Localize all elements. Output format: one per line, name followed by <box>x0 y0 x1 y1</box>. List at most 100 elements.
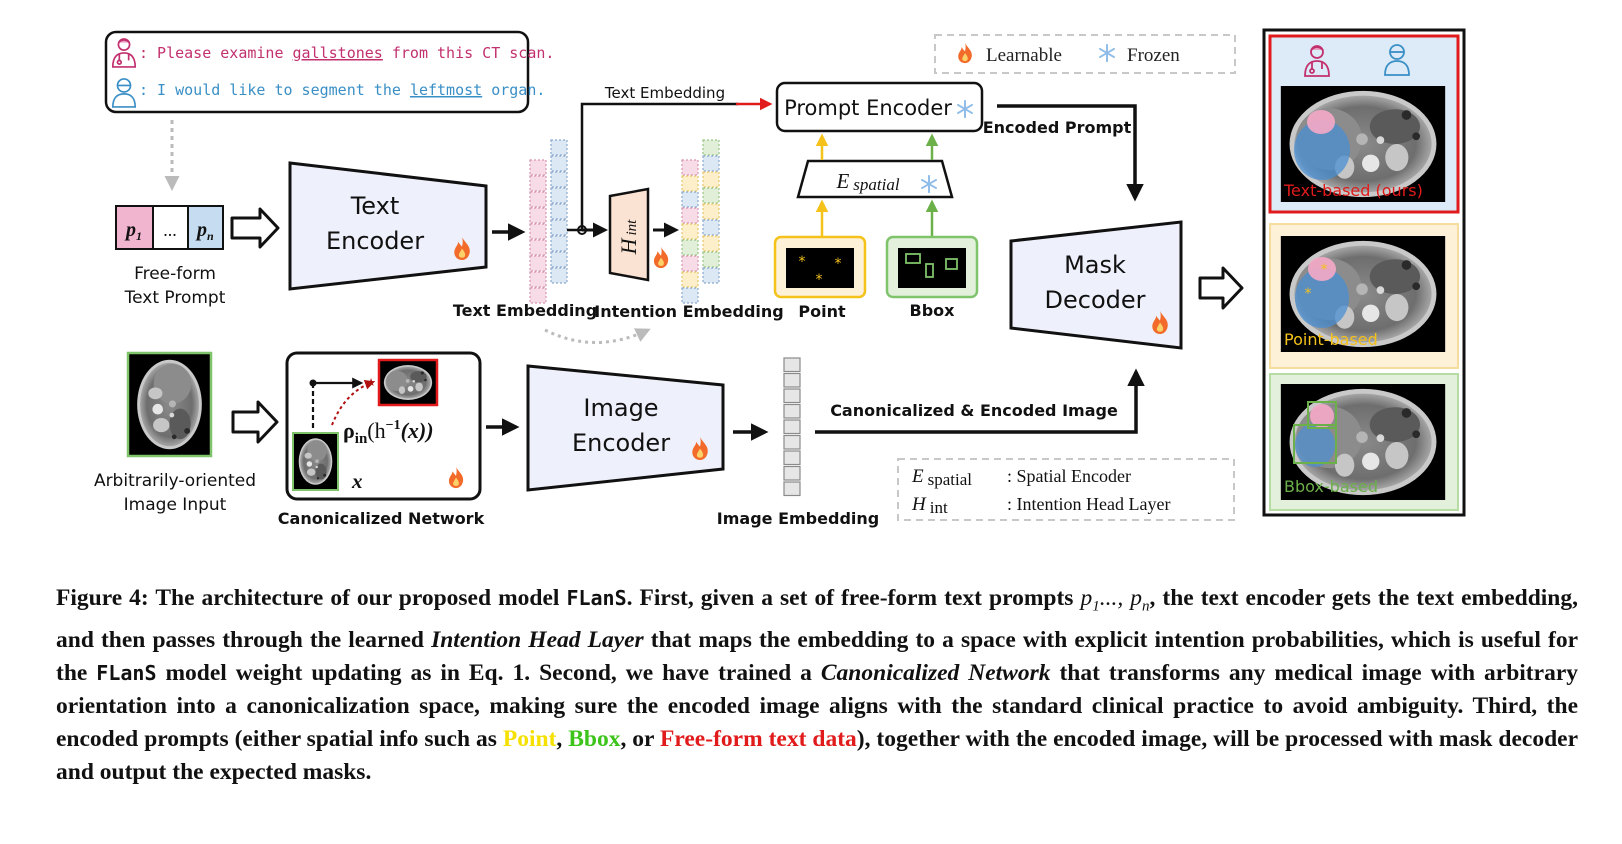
encoded-prompt-arrow <box>997 104 1144 202</box>
prompt-encoder-label: Prompt Encoder <box>784 96 952 120</box>
embedding-cell <box>702 171 720 188</box>
canonicalized-network-label: Canonicalized Network <box>278 509 485 528</box>
embedding-cell <box>550 139 568 156</box>
architecture-diagram: Learnable Frozen : Please examine gallst… <box>94 28 1466 528</box>
arbitrary-label-2: Image Input <box>124 495 227 515</box>
chat-line-user: : I would like to segment the leftmost o… <box>139 81 545 99</box>
embedding-cell <box>681 159 699 176</box>
embedding-cell <box>529 255 547 272</box>
output-text-label: Text-based (ours) <box>1283 181 1423 200</box>
embedding-cell <box>529 159 547 176</box>
intention-embedding-label: Intention Embedding <box>594 302 783 321</box>
bbox-label: Bbox <box>910 301 956 320</box>
encoded-prompt-label: Encoded Prompt <box>983 118 1132 137</box>
image-encoder-label-2: Encoder <box>572 429 670 457</box>
embedding-cell <box>550 235 568 252</box>
embedding-cell <box>681 271 699 288</box>
token-ellipsis <box>152 205 189 250</box>
image-encoder-label-1: Image <box>583 394 658 422</box>
image-encoder <box>526 364 725 492</box>
embedding-cell <box>550 171 568 188</box>
canonical-transform-arrow <box>331 379 375 426</box>
legend-box <box>934 34 1236 74</box>
token-p1-label: p1 <box>124 219 142 243</box>
image-embedding-stack <box>783 357 801 497</box>
hollow-arrow-text <box>230 207 280 249</box>
encoded-image-arrow <box>815 368 1145 434</box>
embedding-cell <box>550 203 568 220</box>
text-embedding-stack <box>529 139 568 304</box>
mask-decoder-label-1: Mask <box>1064 251 1126 279</box>
output-text-mask-pink <box>1307 110 1335 134</box>
output-point-mask-pink <box>1308 257 1336 281</box>
output-text-mask-blue <box>1294 120 1350 180</box>
hint-flame-icon <box>653 246 669 269</box>
embedding-cell <box>681 287 699 304</box>
output-point-mask-blue <box>1295 268 1349 328</box>
embedding-cell <box>681 207 699 224</box>
embedding-cell <box>702 187 720 204</box>
figure-caption: Figure 4: The architecture of our propos… <box>56 585 1579 785</box>
spatial-encoder <box>796 159 954 199</box>
token-pn-label: pn <box>195 219 214 243</box>
embedding-cell <box>783 388 801 404</box>
point-label: Point <box>798 302 846 321</box>
key-legend-box <box>897 458 1235 521</box>
embedding-cell <box>702 235 720 252</box>
embedding-cell <box>783 465 801 481</box>
token-pn <box>187 205 224 250</box>
embedding-cell <box>681 191 699 208</box>
text-encoder-label-1: Text <box>350 192 400 220</box>
key-h-desc: : Intention Head Layer <box>1007 494 1170 514</box>
embedding-cell <box>550 267 568 284</box>
legend-learnable: Learnable <box>986 45 1062 66</box>
mask-decoder-label-2: Decoder <box>1045 286 1146 314</box>
embedding-cell <box>681 239 699 256</box>
output-point-label: Point-based <box>1284 330 1378 349</box>
embedding-cell <box>783 481 801 497</box>
hollow-arrow-output <box>1198 266 1244 310</box>
point-star-icon: * <box>835 256 842 272</box>
point-prompt-image <box>786 248 854 288</box>
text-embedding-top-label: Text Embedding <box>604 84 725 102</box>
text-encoder-label-2: Encoder <box>326 227 424 255</box>
embedding-cell <box>783 419 801 435</box>
output-bbox-label: Bbox-based <box>1284 477 1378 496</box>
embedding-cell <box>529 271 547 288</box>
intention-embedding-stack <box>681 139 720 304</box>
output-point-star-icon: * <box>1321 262 1328 278</box>
prompt-encoder <box>775 81 984 133</box>
output-bbox-mask-pink <box>1310 404 1334 428</box>
token-ellipsis-label: ... <box>163 220 177 240</box>
embedding-cell <box>529 223 547 240</box>
canon-encoded-label: Canonicalized & Encoded Image <box>830 401 1118 420</box>
embedding-cell <box>783 450 801 466</box>
embedding-cell <box>550 155 568 172</box>
arbitrary-ct-image <box>134 354 205 455</box>
free-form-label-1: Free-form <box>134 264 216 284</box>
embedding-cell <box>702 219 720 236</box>
text-embedding-label: Text Embedding <box>453 301 597 320</box>
embedding-cell <box>783 434 801 450</box>
chat-line-doctor: : Please examine gallstones from this CT… <box>139 44 554 62</box>
embedding-cell <box>529 175 547 192</box>
point-star-icon: * <box>799 254 806 270</box>
embedding-cell <box>681 175 699 192</box>
output-point-star-icon: * <box>1305 286 1312 302</box>
text-embedding-branch-line <box>567 102 738 232</box>
free-form-label-2: Text Prompt <box>124 288 226 308</box>
mask-decoder <box>1009 220 1183 350</box>
embedding-cell <box>529 287 547 304</box>
intention-head-label: Hint <box>616 219 641 256</box>
embedding-cell <box>783 403 801 419</box>
embedding-cell <box>702 251 720 268</box>
arbitrary-label-1: Arbitrarily-oriented <box>94 471 256 491</box>
output-bbox-rect <box>1293 424 1337 464</box>
embedding-cell <box>550 219 568 236</box>
point-star-icon: * <box>816 272 823 288</box>
embedding-cell <box>550 187 568 204</box>
embedding-curve-arrow <box>544 328 651 344</box>
